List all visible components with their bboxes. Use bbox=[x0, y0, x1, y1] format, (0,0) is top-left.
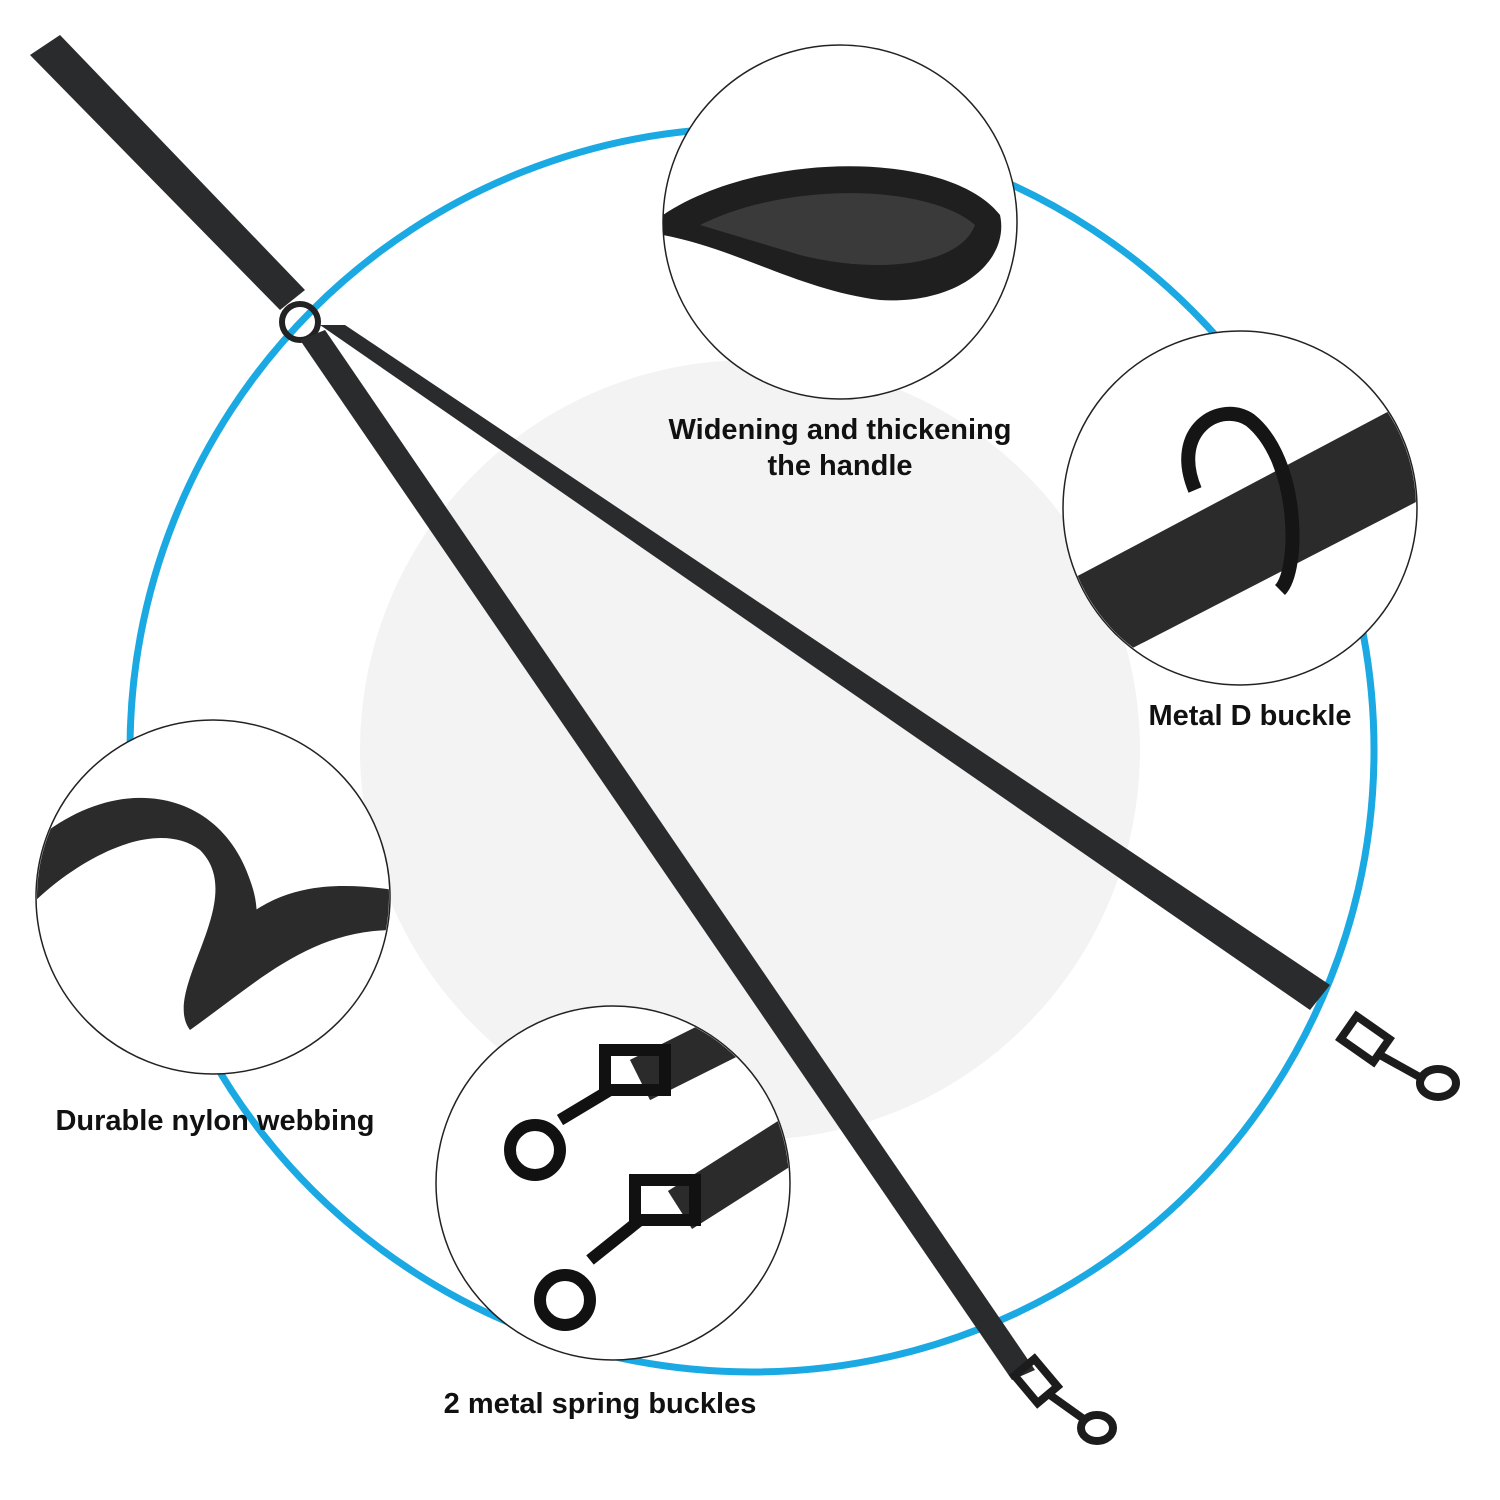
strap-left bbox=[300, 330, 1035, 1380]
feature-label-spring-buckles: 2 metal spring buckles bbox=[410, 1386, 790, 1422]
label-line: 2 metal spring buckles bbox=[443, 1388, 757, 1420]
label-line: the handle bbox=[767, 450, 913, 482]
label-line: Widening and thickening bbox=[668, 414, 1012, 446]
strap-right bbox=[320, 325, 1330, 1010]
label-line: Durable nylon webbing bbox=[55, 1105, 375, 1137]
detail-webbing bbox=[35, 719, 391, 1075]
feature-label-handle: Widening and thickening the handle bbox=[640, 412, 1040, 484]
backdrop-circle bbox=[360, 360, 1140, 1140]
feature-label-d-buckle: Metal D buckle bbox=[1130, 698, 1370, 734]
label-line: Metal D buckle bbox=[1148, 700, 1352, 732]
feature-label-webbing: Durable nylon webbing bbox=[20, 1103, 410, 1139]
leash-handle bbox=[30, 35, 305, 310]
detail-spring-buckles bbox=[435, 1005, 791, 1361]
snap-hook-icon bbox=[1008, 1010, 1460, 1445]
detail-handle bbox=[662, 44, 1018, 400]
detail-d-buckle bbox=[1062, 330, 1418, 686]
